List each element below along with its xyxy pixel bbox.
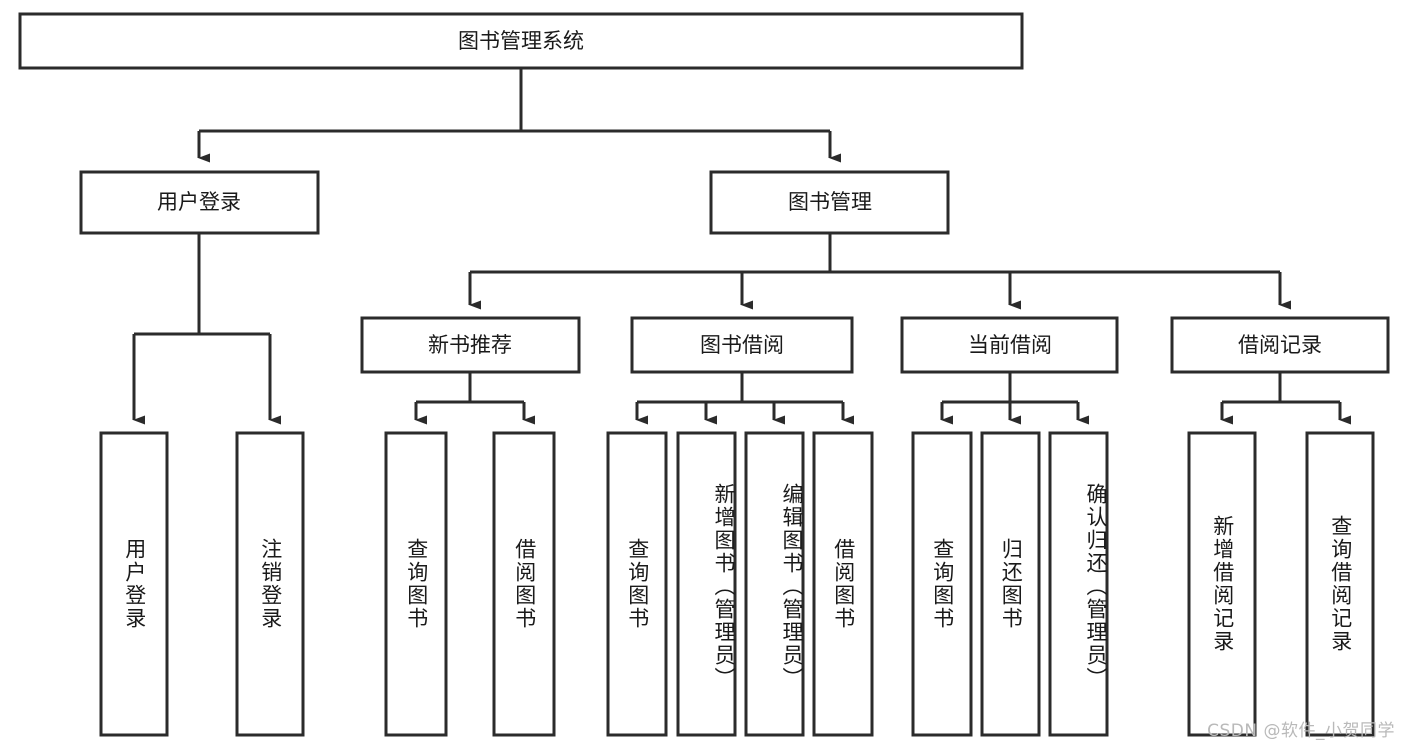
leaf-query-book-1-box[interactable]	[384, 431, 448, 737]
leaf-edit-book-box[interactable]	[744, 431, 805, 737]
node-new-book-recommend[interactable]: 新书推荐	[360, 316, 581, 374]
leaf-add-book-box[interactable]	[676, 431, 737, 737]
link-current-bus	[942, 372, 1078, 404]
leaf-query-record-box[interactable]	[1305, 431, 1375, 737]
node-current-borrow-label: 当前借阅	[968, 333, 1052, 357]
node-current-borrow-box[interactable]	[900, 316, 1119, 374]
leaf-add-record-box[interactable]	[1187, 431, 1257, 737]
node-borrow-record-label: 借阅记录	[1238, 333, 1322, 357]
node-user-login-label: 用户登录	[157, 190, 241, 214]
node-user-login-box[interactable]	[79, 170, 320, 235]
node-borrow-record[interactable]: 借阅记录	[1170, 316, 1390, 374]
node-book-borrow-box[interactable]	[630, 316, 854, 374]
leaf-return-book-box[interactable]	[980, 431, 1041, 737]
link-record-bus	[1222, 372, 1340, 404]
leaf-boxes	[99, 431, 1375, 737]
leaf-confirm-return-box[interactable]	[1048, 431, 1109, 737]
link-recommend-bus	[416, 372, 524, 404]
leaf-borrow-book-1-box[interactable]	[492, 431, 556, 737]
connector-group	[132, 68, 1351, 425]
node-book-borrow-label: 图书借阅	[700, 333, 784, 357]
node-new-book-recommend-label: 新书推荐	[428, 333, 512, 357]
link-userlogin-bus	[134, 233, 270, 336]
node-current-borrow[interactable]: 当前借阅	[900, 316, 1119, 374]
node-root-box[interactable]	[18, 12, 1024, 70]
node-book-manage[interactable]: 图书管理	[709, 170, 950, 235]
link-borrow-bus	[637, 372, 843, 404]
node-book-borrow[interactable]: 图书借阅	[630, 316, 854, 374]
node-new-book-recommend-box[interactable]	[360, 316, 581, 374]
leaf-query-book-3-box[interactable]	[911, 431, 973, 737]
node-book-manage-label: 图书管理	[788, 190, 872, 214]
watermark-text: CSDN @软件_小贺同学	[1207, 721, 1395, 741]
node-root-label: 图书管理系统	[458, 29, 584, 53]
leaf-user-login-box[interactable]	[99, 431, 169, 737]
link-bookmanage-bus	[470, 233, 1280, 274]
leaf-query-book-2-box[interactable]	[606, 431, 668, 737]
link-root-bus	[199, 68, 830, 133]
node-book-manage-box[interactable]	[709, 170, 950, 235]
node-borrow-record-box[interactable]	[1170, 316, 1390, 374]
node-root[interactable]: 图书管理系统	[18, 12, 1024, 70]
leaf-borrow-book-2-box[interactable]	[812, 431, 874, 737]
node-user-login[interactable]: 用户登录	[79, 170, 320, 235]
leaf-user-logout-box[interactable]	[235, 431, 305, 737]
